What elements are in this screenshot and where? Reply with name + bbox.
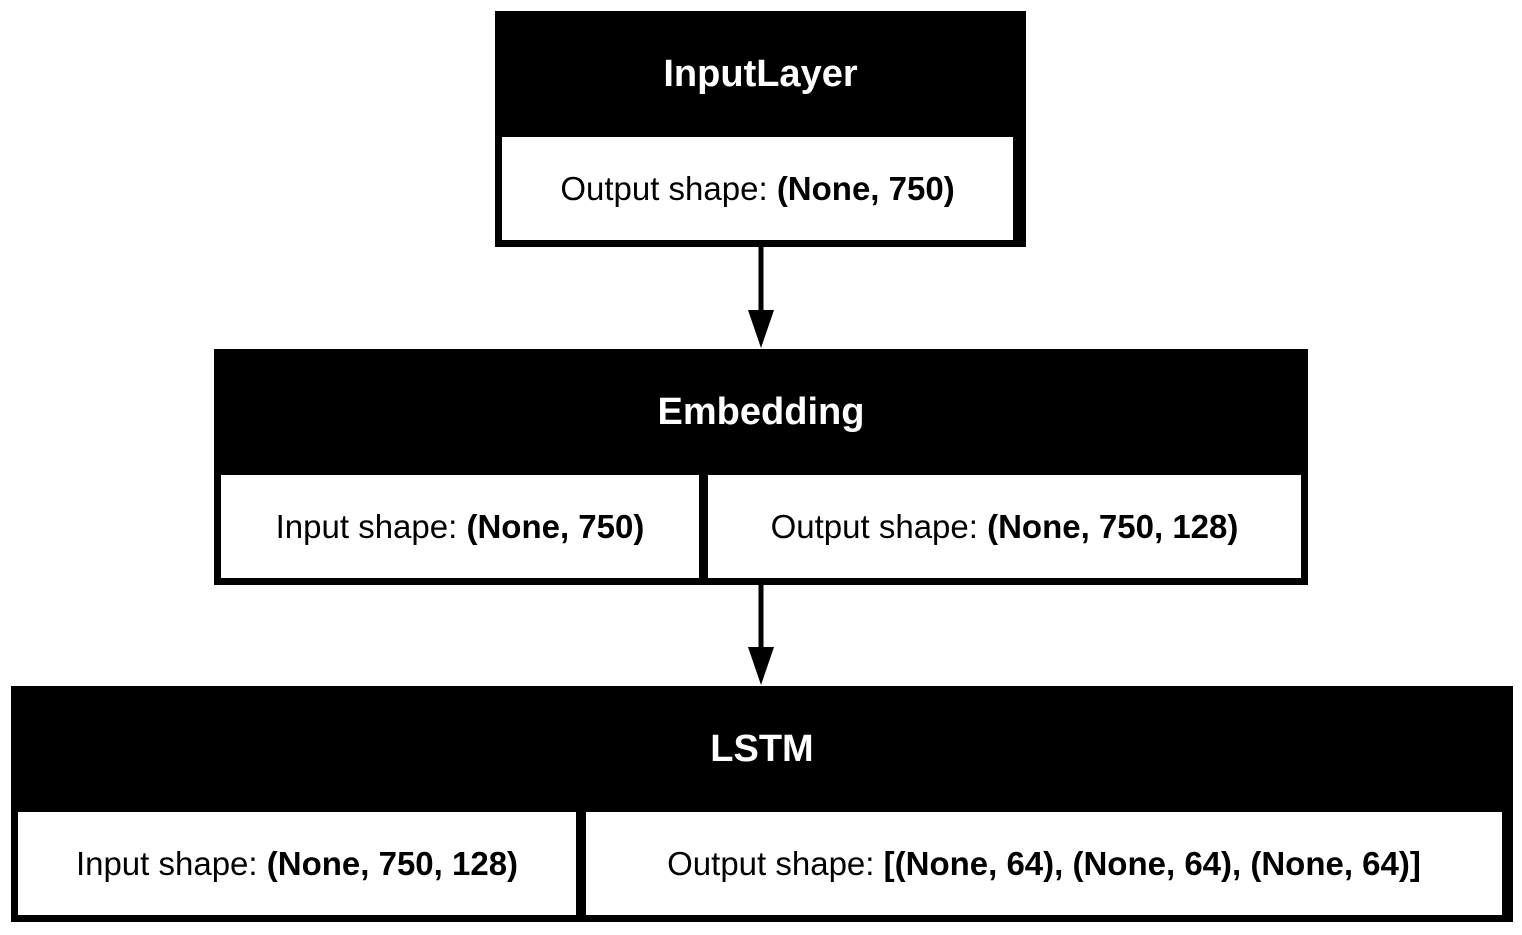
input-shape-label: Input shape: (75, 844, 258, 882)
output-shape-label: Output shape: (770, 507, 978, 545)
node-title: Embedding (657, 390, 865, 433)
output-shape-label: Output shape: (560, 169, 768, 207)
arrowhead-icon (748, 310, 774, 348)
edge-inputlayer-to-embedding (748, 247, 774, 348)
output-shape-cell: Output shape: (None, 750) (502, 137, 1013, 240)
output-shape-label: Output shape: (667, 844, 875, 882)
output-shape-cell: Output shape: [(None, 64), (None, 64), (… (586, 812, 1502, 915)
input-shape-value: (None, 750) (466, 507, 645, 545)
node-embedding[interactable]: Embedding Input shape: (None, 750) Outpu… (214, 349, 1308, 585)
output-shape-value: (None, 750, 128) (987, 507, 1239, 545)
node-title: LSTM (710, 727, 814, 770)
node-title: InputLayer (663, 52, 858, 95)
output-shape-value: [(None, 64), (None, 64), (None, 64)] (883, 844, 1421, 882)
node-inputlayer[interactable]: InputLayer Output shape: (None, 750) (495, 11, 1026, 247)
input-shape-label: Input shape: (275, 507, 458, 545)
node-lstm[interactable]: LSTM Input shape: (None, 750, 128) Outpu… (11, 686, 1513, 922)
edge-embedding-to-lstm (748, 585, 774, 685)
output-shape-value: (None, 750) (776, 169, 955, 207)
input-shape-cell: Input shape: (None, 750) (221, 475, 699, 578)
output-shape-cell: Output shape: (None, 750, 128) (708, 475, 1301, 578)
input-shape-cell: Input shape: (None, 750, 128) (18, 812, 576, 915)
input-shape-value: (None, 750, 128) (266, 844, 519, 882)
arrowhead-icon (748, 647, 774, 685)
